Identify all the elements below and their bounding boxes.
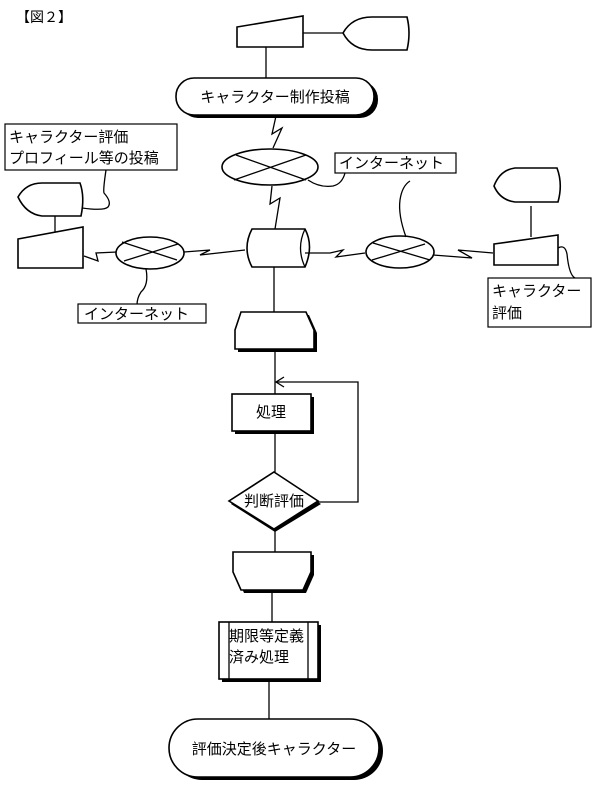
lightning-link-server xyxy=(269,185,281,230)
predefined-line1: 期限等定義 xyxy=(229,627,304,645)
callout-left-note xyxy=(81,169,110,210)
note-left-evaluation-post: キャラクター評価 プロフィール等の投稿 xyxy=(4,123,178,171)
right-keyboard-input xyxy=(493,234,559,266)
internet-left-label: インターネット xyxy=(84,305,189,323)
callout-right-note xyxy=(557,246,576,279)
lightning-link-left-server xyxy=(183,249,246,256)
figure-label: 【図２】 xyxy=(16,10,72,26)
callout-internet-left xyxy=(136,268,148,306)
process-box: 処理 xyxy=(231,393,314,434)
right-note-line2: 評価 xyxy=(492,304,522,322)
server-storage xyxy=(246,228,311,268)
right-note-line1: キャラクター xyxy=(492,282,581,300)
internet-top-label: インターネット xyxy=(339,154,444,172)
callout-internet-top xyxy=(307,172,346,188)
loop-limit-start xyxy=(234,311,317,352)
label-box-internet-top: インターネット xyxy=(334,152,457,174)
decision-label: 判断評価 xyxy=(244,492,304,510)
lightning-link-left xyxy=(83,251,118,263)
loop-limit-end xyxy=(232,551,314,593)
left-note-line1: キャラクター評価 xyxy=(9,128,128,146)
note-right-evaluation: キャラクター 評価 xyxy=(487,277,592,328)
terminal-top-label: キャラクター制作投稿 xyxy=(200,88,349,106)
left-keyboard-input xyxy=(17,226,84,269)
internet-node-right xyxy=(365,235,435,269)
lightning-link-top xyxy=(271,115,284,149)
process-label: 処理 xyxy=(256,403,286,421)
callout-internet-right xyxy=(398,180,411,238)
terminal-evaluated-character: 評価決定後キャラクター xyxy=(168,718,383,780)
predefined-process: 期限等定義 済み処理 xyxy=(218,621,321,682)
predefined-line2: 済み処理 xyxy=(229,648,289,666)
lightning-link-right xyxy=(329,248,366,258)
left-display xyxy=(17,182,84,217)
label-box-internet-left: インターネット xyxy=(77,303,207,324)
internet-node-left xyxy=(115,236,185,270)
top-keyboard-input xyxy=(236,15,304,48)
decision-diamond: 判断評価 xyxy=(227,471,321,532)
right-display xyxy=(493,167,562,203)
internet-node-top xyxy=(221,148,319,186)
top-display xyxy=(342,16,410,51)
lightning-link-right-terminal xyxy=(432,249,494,259)
terminal-character-creation-post: キャラクター制作投稿 xyxy=(175,77,378,118)
left-note-line2: プロフィール等の投稿 xyxy=(9,149,159,167)
terminal-bottom-label: 評価決定後キャラクター xyxy=(192,740,356,758)
loop-back-line xyxy=(276,381,359,503)
